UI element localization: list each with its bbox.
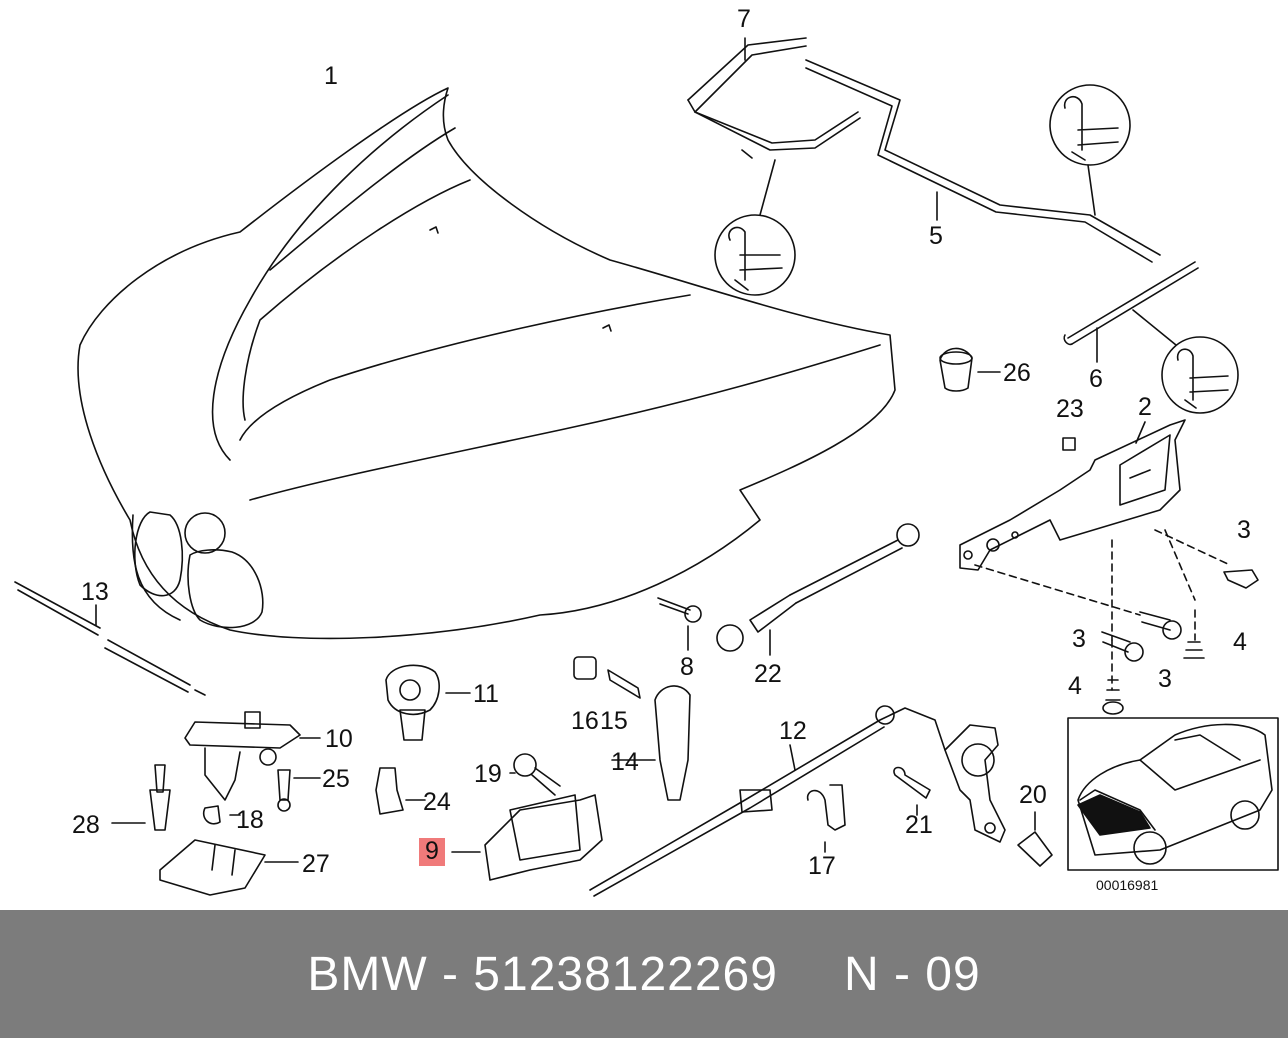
callout-15: 15 [600,707,628,735]
seal-6-drawing [1063,261,1239,414]
callout-3: 3 [1158,665,1172,693]
hinge-2-drawing [959,419,1259,715]
callout-2: 2 [1138,393,1152,421]
inset-car-drawing [1067,717,1279,871]
callout-11: 11 [473,680,499,708]
callout-14: 14 [611,748,639,776]
cable-12-drawing [589,705,946,897]
callout-16: 16 [571,707,599,735]
callout-13: 13 [81,578,109,606]
callout-9-highlighted: 9 [419,838,445,866]
lock-9-drawing [451,753,603,881]
callout-3: 3 [1237,516,1251,544]
callout-22: 22 [754,660,782,688]
footer-part-number: 51238122269 [473,947,778,1001]
footer-position: N - 09 [843,947,981,1001]
callout-25: 25 [322,765,350,793]
callout-18: 18 [236,806,264,834]
callout-4: 4 [1233,628,1247,656]
rod-13-drawing [14,581,206,696]
callout-20: 20 [1019,781,1047,809]
hood-drawing [77,87,896,640]
footer-separator: - [441,947,459,1001]
callout-4: 4 [1068,672,1082,700]
callout-5: 5 [929,222,943,250]
callout-28: 28 [72,811,100,839]
latch-14-drawing [573,656,691,801]
parts-diagram [14,37,1279,897]
callout-21: 21 [905,811,933,839]
callout-27: 27 [302,850,330,878]
callout-3: 3 [1072,625,1086,653]
lock-10-drawing [111,711,321,896]
footer-brand: BMW [307,947,428,1001]
part-footer: BMW - 51238122269 N - 09 [0,910,1288,1038]
clip-17-drawing [806,784,846,853]
callout-17: 17 [808,852,836,880]
callout-24: 24 [423,788,451,816]
callout-1: 1 [324,62,338,90]
bracket-21-drawing [893,724,1053,867]
callout-10: 10 [325,725,353,753]
callout-23: 23 [1056,395,1084,423]
callout-7: 7 [737,5,751,33]
cap-26-drawing [939,347,1001,392]
callout-8: 8 [680,653,694,681]
diagram-reference-number: 00016981 [1096,877,1159,893]
callout-6: 6 [1089,365,1103,393]
buffer-24-drawing [375,767,426,815]
callout-26: 26 [1003,359,1031,387]
callout-19: 19 [474,760,502,788]
gas-strut-22-drawing [716,523,920,656]
pin-8-drawing [657,597,702,651]
seal-5-drawing [805,59,1161,263]
seal-7-drawing [687,37,861,296]
buffer-11-drawing [385,664,471,741]
callout-12: 12 [779,717,807,745]
